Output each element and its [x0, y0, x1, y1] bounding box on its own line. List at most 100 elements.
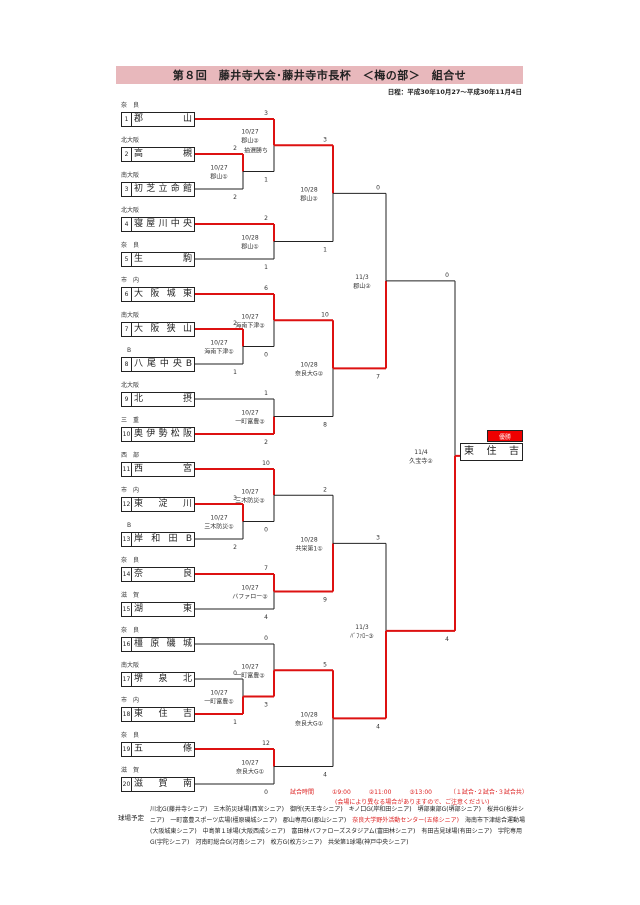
team-region: 滋 賀	[121, 767, 140, 774]
venues-label: 球場予定	[118, 814, 144, 822]
team-number: 5	[122, 252, 132, 266]
champion-label: 優勝	[487, 430, 523, 442]
match-date: 11/4	[414, 449, 428, 456]
team-region: B	[121, 347, 132, 354]
time-label: 試合時間	[290, 789, 315, 796]
match-venue: 奈良大G①	[236, 768, 264, 776]
match-venue: 郡山①	[241, 243, 258, 251]
team-region: 奈 良	[121, 557, 140, 564]
match-venue: 久宝寺②	[409, 457, 433, 465]
team-name: 北摂	[134, 393, 192, 404]
team-number: 20	[122, 777, 132, 791]
team-region: 市 内	[121, 277, 140, 284]
team-region: 北大阪	[121, 137, 140, 144]
team-name: 堺泉北	[134, 673, 192, 684]
time-3: ③13:00	[409, 789, 432, 796]
team-name: 奥伊勢松阪	[134, 428, 192, 439]
match-venue: 奈良大G①	[295, 719, 323, 727]
team-number: 4	[122, 217, 132, 231]
team-name: 大阪城東	[134, 288, 192, 299]
team-name: 郡山	[134, 113, 192, 124]
team-region: 奈 良	[121, 732, 140, 739]
team-region: 奈 良	[121, 102, 140, 109]
score-top: 3	[376, 534, 380, 541]
match-date: 10/27	[241, 663, 258, 670]
team-name: 初芝立命館	[134, 183, 192, 194]
score-bottom: 2	[233, 194, 237, 201]
team-number: 10	[122, 427, 132, 441]
team-number: 13	[122, 532, 132, 546]
score-top: 12	[262, 740, 270, 747]
page-title: 第８回 藤井寺大会･藤井寺市長杯 ＜梅の部＞ 組合せ	[116, 66, 523, 84]
match-date: 10/27	[210, 165, 227, 172]
venue-caution: (会場により異なる場合がありますので、ご注意ください)	[335, 799, 490, 806]
team-number: 12	[122, 497, 132, 511]
match-venue: 奈良大G②	[295, 369, 324, 377]
score-bottom: 0	[264, 789, 268, 796]
score-top: 6	[264, 285, 268, 292]
team-region: 市 内	[121, 697, 140, 704]
match-date: 10/28	[300, 361, 317, 368]
team-region: 南大阪	[121, 662, 140, 669]
match-venue: 一町富豊①	[204, 698, 233, 706]
score-bottom: 1	[264, 264, 268, 271]
match-venue: ﾊﾞﾌｧﾛｰ③	[350, 633, 373, 640]
score-top: 0	[233, 670, 237, 677]
score-bottom: 1	[264, 177, 268, 184]
team-number: 17	[122, 672, 132, 686]
team-number: 15	[122, 602, 132, 616]
team-name: 東淀川	[134, 498, 192, 509]
match-date: 11/3	[355, 624, 369, 631]
time-1: ①9:00	[331, 789, 351, 796]
team-number: 9	[122, 392, 132, 406]
team-region: B	[121, 522, 132, 529]
match-venue: 一町富豊②	[235, 418, 265, 426]
score-bottom: 0	[264, 527, 268, 534]
team-region: 南大阪	[121, 172, 140, 179]
team-name: 西宮	[134, 463, 192, 474]
score-bottom: 4	[323, 772, 327, 779]
score-bottom: 0	[264, 352, 268, 359]
score-bottom: 1	[233, 719, 237, 726]
match-date: 10/27	[241, 313, 258, 320]
schedule-dates: 日程：平成30年10月27～平成30年11月4日	[387, 88, 522, 96]
team-name: 八尾中央B	[134, 358, 192, 369]
match-date: 11/3	[355, 274, 369, 281]
time-note: （１試合･２試合･３試合共）	[449, 789, 528, 796]
match-date: 10/27	[241, 585, 258, 592]
team-name: 東住吉	[134, 708, 192, 719]
match-date: 10/27	[241, 128, 258, 135]
title-text: 第８回 藤井寺大会･藤井寺市長杯 ＜梅の部＞ 組合せ	[172, 69, 467, 82]
team-number: 19	[122, 742, 132, 756]
team-number: 3	[122, 182, 132, 196]
team-region: 滋 賀	[121, 592, 140, 599]
score-top: 10	[262, 460, 270, 467]
match-venue: 郡山②	[353, 282, 371, 290]
score-top: 2	[233, 320, 237, 327]
match-venue: 一町富豊②	[235, 671, 265, 679]
team-name: 橿原磯城	[134, 638, 192, 649]
score-top: 2	[264, 215, 268, 222]
team-name: 寝屋川中央	[134, 218, 192, 229]
score-bottom: 4	[264, 614, 268, 621]
match-venue: バファロー②	[232, 594, 268, 601]
match-note: 抽選勝ち	[244, 146, 268, 154]
match-date: 10/27	[210, 515, 227, 522]
match-date: 10/27	[210, 690, 227, 697]
score-bottom: 3	[264, 702, 268, 709]
team-region: 奈 良	[121, 627, 140, 634]
venues-text: 川北G(藤井寺シニア) 三木防災球場(西宮シニア) 御所(天王寺シニア) キノ口…	[150, 806, 524, 824]
